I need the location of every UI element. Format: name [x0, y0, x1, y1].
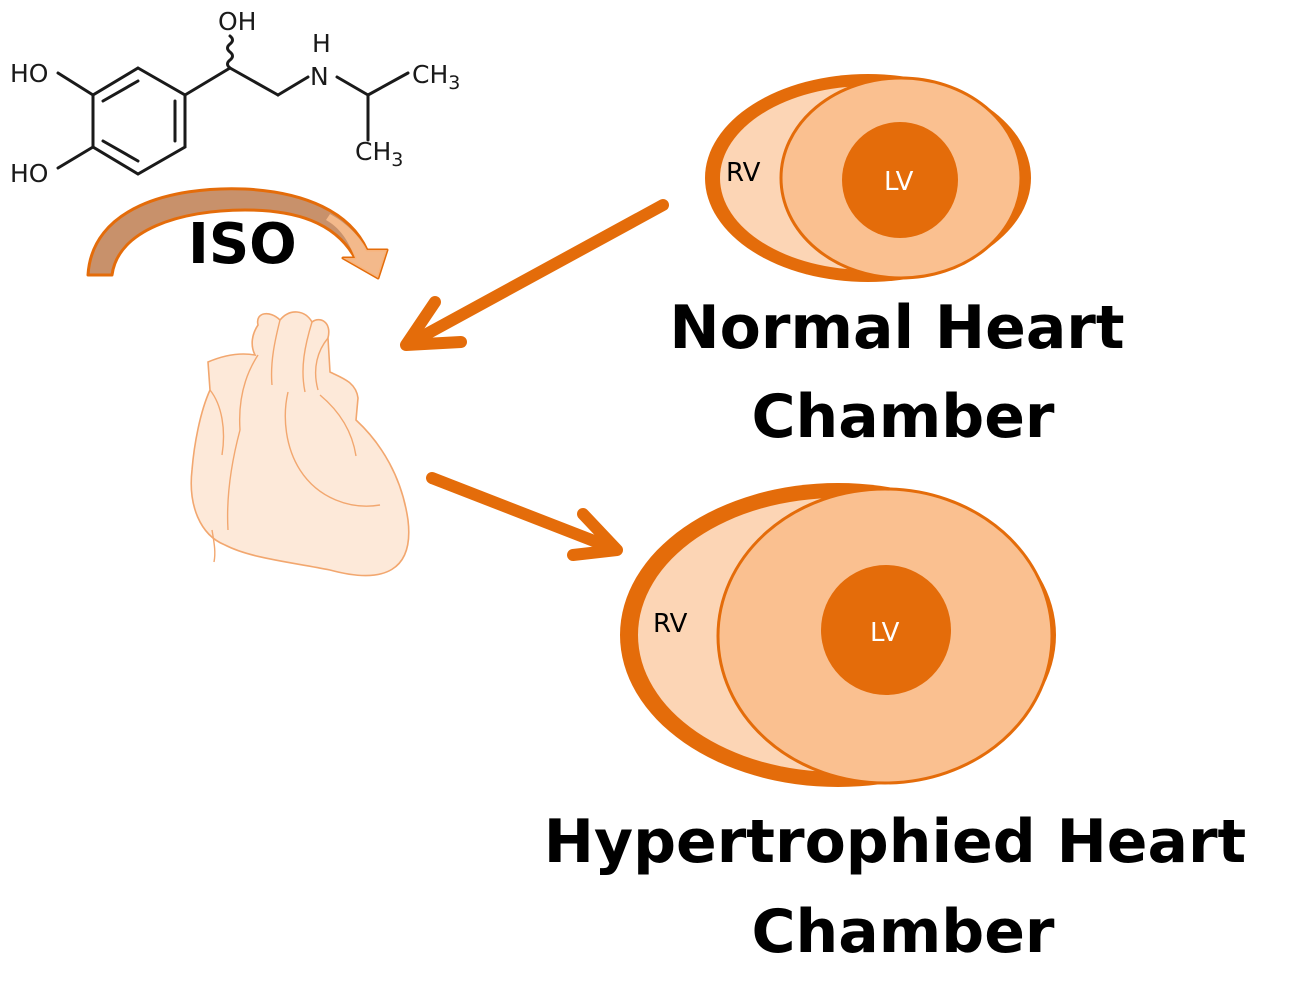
- hypertrophied-lv-cavity: [821, 565, 951, 695]
- normal-lv-cavity: [842, 122, 958, 238]
- normal-chamber-title-line1: Normal Heart: [669, 293, 1124, 363]
- h-atom-label: H: [312, 29, 331, 58]
- isoproterenol-labels: OH HO HO H N CH3 CH3: [10, 7, 460, 188]
- normal-heart-chamber: RV LV: [705, 74, 1031, 282]
- ho-lower-label: HO: [10, 159, 48, 188]
- normal-rv-label: RV: [726, 158, 761, 188]
- normal-chamber-title-line2: Chamber: [752, 382, 1055, 452]
- heart-illustration: [190, 311, 410, 577]
- hypertrophied-chamber-title-line2: Chamber: [752, 897, 1055, 967]
- hypertrophied-lv-label: LV: [870, 618, 900, 648]
- ho-upper-label: HO: [10, 59, 48, 88]
- iso-curved-arrow: [86, 187, 389, 280]
- arrow-from-normal-chamber: [400, 199, 669, 351]
- hypertrophied-heart-chamber: RV LV: [620, 483, 1056, 787]
- n-atom-label: N: [310, 62, 329, 91]
- hypertrophied-rv-label: RV: [653, 609, 688, 639]
- isoproterenol-structure: [56, 34, 410, 176]
- oh-label: OH: [218, 7, 256, 36]
- normal-lv-label: LV: [884, 167, 914, 197]
- ch3-lower-label: CH3: [355, 137, 403, 171]
- hypertrophied-chamber-title-line1: Hypertrophied Heart: [544, 807, 1246, 877]
- arrow-to-hypertrophied-chamber: [426, 472, 623, 561]
- ch3-upper-label: CH3: [412, 60, 460, 94]
- iso-label: ISO: [188, 212, 297, 277]
